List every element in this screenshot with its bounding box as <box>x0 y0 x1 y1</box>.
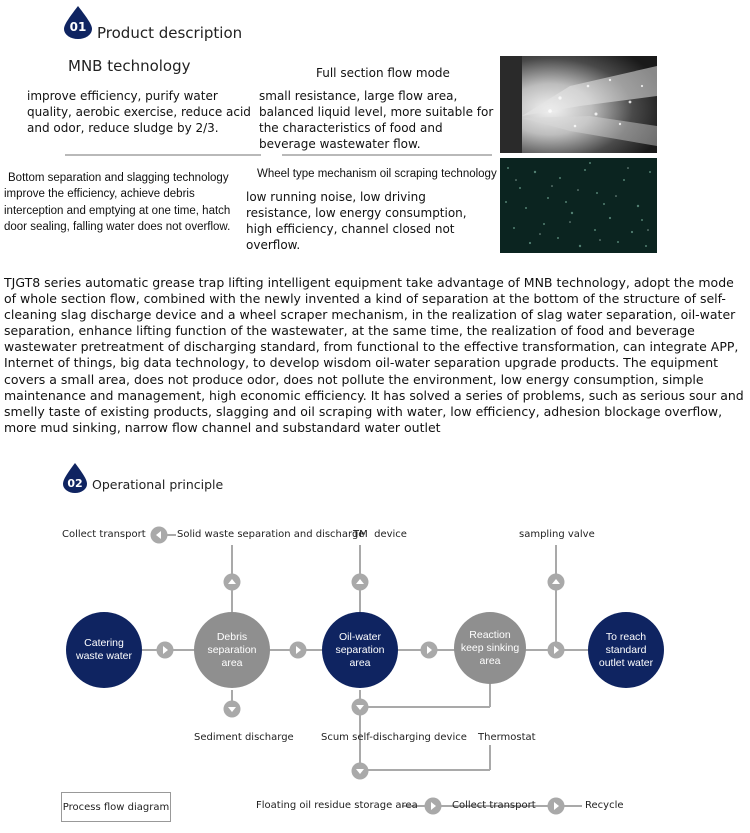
product-description-body: TJGT8 series automatic grease trap lifti… <box>4 275 744 435</box>
arrow-left-icon <box>150 526 168 544</box>
label-collect-transport-top: Collect transport <box>62 529 146 540</box>
arrow-down-icon <box>351 762 369 780</box>
fullsection-heading: Full section flow mode <box>316 66 450 80</box>
arrow-up-icon <box>223 573 241 591</box>
label-recycle: Recycle <box>585 800 624 811</box>
divider-left <box>65 154 261 156</box>
bottom-heading: Bottom separation and slagging technolog… <box>8 172 229 184</box>
label-sediment-discharge: Sediment discharge <box>194 732 294 743</box>
wheel-text: low running noise, low driving resistanc… <box>246 190 467 252</box>
divider-right <box>282 154 492 156</box>
label-collect-transport-bottom: Collect transport <box>452 800 536 811</box>
arrow-up-icon <box>547 573 565 591</box>
mnb-text: improve efficiency, purify water quality… <box>27 89 251 135</box>
label-floating-oil: Floating oil residue storage area <box>256 800 418 811</box>
svg-text:01: 01 <box>70 20 87 34</box>
section-02-title: Operational principle <box>92 477 224 492</box>
label-solid-waste: Solid waste separation and discharge <box>177 529 365 540</box>
node-reaction-sinking: Reaction keep sinking area <box>454 612 526 684</box>
fullsection-text: small resistance, large flow area, balan… <box>259 89 494 151</box>
arrow-right-icon <box>420 641 438 659</box>
arrow-right-icon <box>547 797 565 815</box>
process-flow-legend: Process flow diagram <box>61 792 171 822</box>
section-01-title: Product description <box>97 24 243 42</box>
arrow-right-icon <box>289 641 307 659</box>
arrow-right-icon <box>547 641 565 659</box>
label-scum-device: Scum self-discharging device <box>321 732 467 743</box>
arrow-right-icon <box>424 797 442 815</box>
wheel-heading: Wheel type mechanism oil scraping techno… <box>257 168 497 180</box>
mnb-heading: MNB technology <box>68 57 191 75</box>
label-sampling-valve: sampling valve <box>519 529 595 540</box>
label-thermostat: Thermostat <box>478 732 536 743</box>
section-02-badge: 02 <box>61 462 89 494</box>
arrow-down-icon <box>223 700 241 718</box>
aerated-water-photo <box>500 158 657 253</box>
water-spray-photo <box>500 56 657 153</box>
node-catering-waste-water: Catering waste water <box>66 612 142 688</box>
bottom-text: improve the efficiency, achieve debris i… <box>4 188 231 233</box>
node-debris-separation: Debris separation area <box>194 612 270 688</box>
node-standard-outlet: To reach standard outlet water <box>588 612 664 688</box>
arrow-right-icon <box>156 641 174 659</box>
section-01-badge: 01 <box>62 5 94 39</box>
arrow-up-icon <box>351 573 369 591</box>
arrow-down-icon <box>351 698 369 716</box>
label-tm-device: TM device <box>353 529 407 540</box>
svg-text:02: 02 <box>67 477 82 490</box>
node-oil-water-separation: Oil-water separation area <box>322 612 398 688</box>
